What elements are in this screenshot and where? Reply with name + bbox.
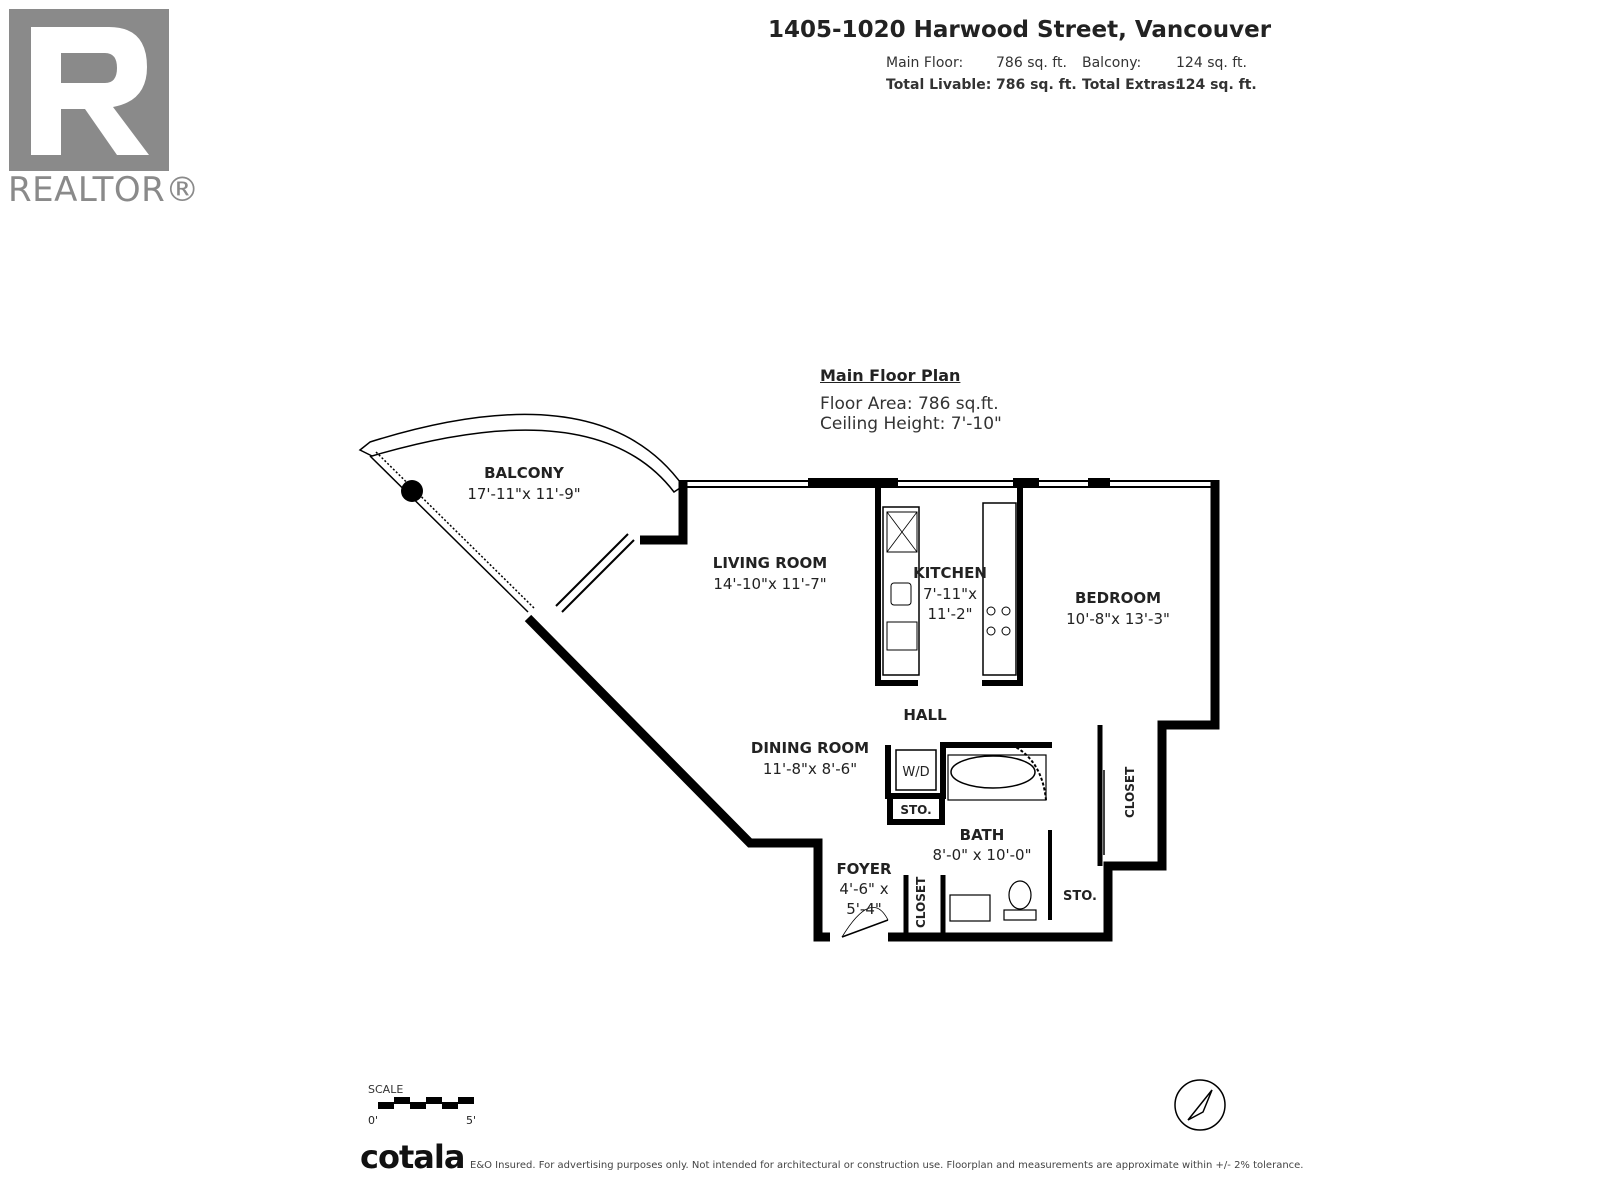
kitchen-counter-east bbox=[982, 502, 1017, 676]
room-name-living: LIVING ROOM bbox=[713, 554, 827, 572]
scale-end: 5' bbox=[466, 1114, 476, 1127]
wall-segment-top-2 bbox=[1013, 478, 1039, 488]
dishwasher bbox=[886, 621, 918, 651]
storage-wall bbox=[887, 796, 945, 825]
room-name-dining: DINING ROOM bbox=[751, 739, 869, 757]
room-name-hall: HALL bbox=[903, 706, 947, 724]
scale-seg-5 bbox=[442, 1102, 458, 1109]
room-name-wd: W/D bbox=[902, 765, 929, 780]
stove-burner-1 bbox=[986, 606, 996, 616]
fridge bbox=[886, 511, 918, 553]
room-name-closet-1: CLOSET bbox=[914, 876, 928, 928]
scale-label: SCALE bbox=[368, 1083, 404, 1096]
total-extras-label: Total Extras: bbox=[1082, 77, 1181, 93]
main-floor-area: 786 sq. ft. bbox=[996, 55, 1067, 71]
kitchen-sink bbox=[890, 582, 912, 606]
bathtub-frame bbox=[947, 754, 1047, 801]
kitchen-wall-east bbox=[982, 480, 1023, 686]
balcony-label: Balcony: bbox=[1082, 55, 1142, 71]
balcony-unit: sq. ft. bbox=[1207, 55, 1247, 71]
balcony-area: 124 sq. ft. bbox=[1176, 55, 1247, 71]
balcony-railing bbox=[369, 455, 529, 613]
entry-door bbox=[841, 919, 889, 938]
living-wall-balcony bbox=[640, 480, 688, 545]
scale-seg-1 bbox=[378, 1102, 394, 1109]
room-name-foyer: FOYER bbox=[836, 860, 892, 878]
total-livable-value: 786 sq. ft. bbox=[996, 77, 1077, 93]
sliding-door-1 bbox=[555, 533, 629, 607]
plan-ceiling-height: Ceiling Height: 7'-10" bbox=[820, 414, 1002, 434]
realtor-logo-text: REALTOR® bbox=[8, 170, 200, 210]
compass-icon bbox=[1174, 1079, 1226, 1131]
wall-southwest bbox=[524, 614, 830, 942]
footer-brand: cotala bbox=[360, 1138, 465, 1176]
entry-door-swing bbox=[841, 907, 889, 938]
plan-floor-area: Floor Area: 786 sq.ft. bbox=[820, 394, 999, 414]
wall-segment-top-3 bbox=[1088, 478, 1110, 488]
balcony-railing-hatch bbox=[375, 451, 535, 609]
room-name-kitchen: KITCHEN bbox=[913, 564, 987, 582]
total-livable-label: Total Livable: bbox=[886, 77, 992, 93]
room-dim-bedroom: 10'-8"x 13'-3" bbox=[1066, 610, 1170, 628]
room-dim-dining: 11'-8"x 8'-6" bbox=[763, 760, 857, 778]
scale-bar bbox=[378, 1097, 474, 1109]
room-name-sto-1: STO. bbox=[900, 803, 931, 817]
bath-curved-wall bbox=[1011, 744, 1047, 801]
wall-segment-top-1 bbox=[808, 478, 898, 488]
balcony-column bbox=[401, 480, 423, 502]
room-dim-bath: 8'-0" x 10'-0" bbox=[932, 846, 1031, 864]
room-name-bedroom: BEDROOM bbox=[1075, 589, 1161, 607]
scale-seg-2 bbox=[394, 1097, 410, 1104]
room-dim-kitchen-2: 11'-2" bbox=[927, 605, 972, 623]
room-name-balcony: BALCONY bbox=[484, 464, 565, 482]
scale-seg-6 bbox=[458, 1097, 474, 1104]
scale-seg-3 bbox=[410, 1102, 426, 1109]
plan-title: Main Floor Plan bbox=[820, 366, 961, 385]
realtor-r-mark bbox=[31, 27, 149, 155]
realtor-logo-icon bbox=[9, 9, 169, 171]
bathtub bbox=[950, 755, 1036, 789]
main-floor-value: 786 bbox=[996, 55, 1023, 71]
toilet-tank bbox=[1003, 909, 1037, 921]
room-dim-kitchen-1: 7'-11"x bbox=[923, 585, 977, 603]
room-dim-balcony: 17'-11"x 11'-9" bbox=[467, 485, 580, 503]
stove-burner-2 bbox=[1001, 606, 1011, 616]
kitchen-wall-west bbox=[875, 480, 918, 686]
room-dim-foyer-1: 4'-6" x bbox=[839, 880, 888, 898]
main-floor-unit: sq. ft. bbox=[1027, 55, 1067, 71]
fridge-x2 bbox=[886, 511, 918, 553]
wall-east bbox=[888, 480, 1220, 942]
scale-seg-4 bbox=[426, 1097, 442, 1104]
room-dim-living: 14'-10"x 11'-7" bbox=[713, 575, 826, 593]
sliding-door-2 bbox=[561, 539, 635, 613]
toilet-bowl bbox=[1008, 880, 1032, 910]
room-dim-foyer-2: 5'-4" bbox=[846, 900, 882, 918]
main-floor-label: Main Floor: bbox=[886, 55, 964, 71]
vanity bbox=[949, 894, 991, 922]
room-name-bath: BATH bbox=[960, 826, 1005, 844]
room-name-closet-2: CLOSET bbox=[1123, 766, 1137, 818]
footer-disclaimer: E&O Insured. For advertising purposes on… bbox=[470, 1160, 1304, 1171]
stove-burner-3 bbox=[986, 626, 996, 636]
balcony-value: 124 bbox=[1176, 55, 1203, 71]
kitchen-counter-west bbox=[882, 506, 920, 676]
stove-burner-4 bbox=[1001, 626, 1011, 636]
room-name-sto-2: STO. bbox=[1063, 889, 1097, 904]
scale-start: 0' bbox=[368, 1114, 378, 1127]
washer-dryer bbox=[895, 749, 937, 791]
property-address: 1405-1020 Harwood Street, Vancouver bbox=[768, 17, 1272, 43]
total-extras-value: 124 sq. ft. bbox=[1176, 77, 1257, 93]
